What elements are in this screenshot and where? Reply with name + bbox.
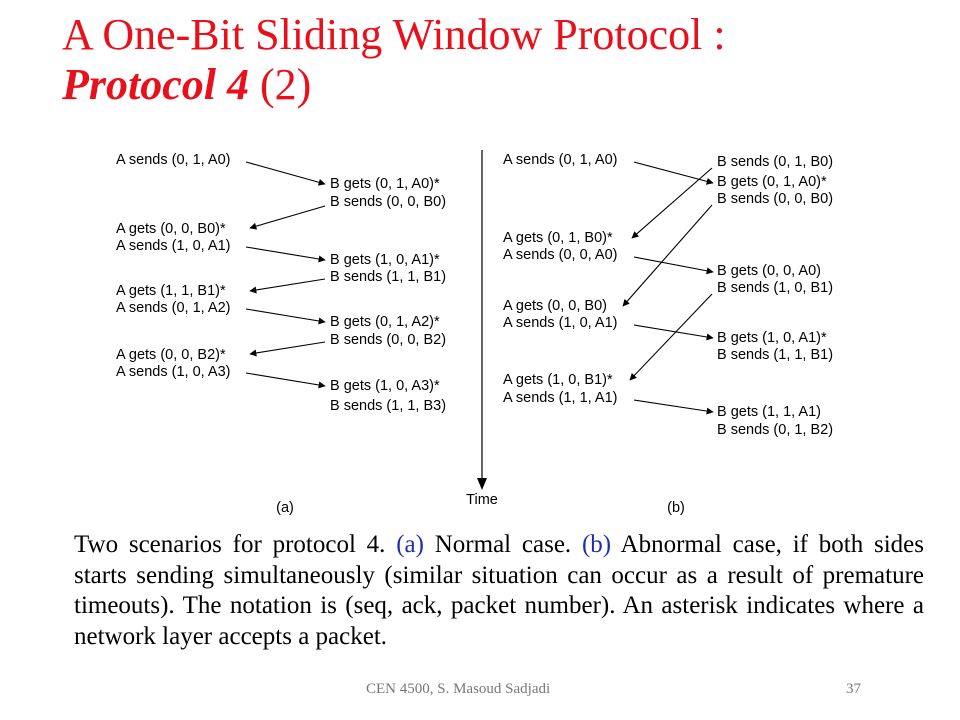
a-right-label: B sends (1, 1, B3) bbox=[330, 398, 446, 414]
b-right-label: B sends (1, 0, B1) bbox=[717, 280, 833, 296]
figure-caption: Two scenarios for protocol 4. (a) Normal… bbox=[74, 530, 924, 652]
a-left-label: A sends (1, 0, A3) bbox=[116, 364, 230, 380]
b-right-label: B sends (0, 0, B0) bbox=[717, 191, 833, 207]
a-scenario-label: (a) bbox=[276, 500, 294, 516]
title-line1: A One-Bit Sliding Window Protocol : bbox=[62, 10, 726, 59]
a-right-label: B gets (0, 1, A2)* bbox=[330, 314, 440, 330]
b-arrow bbox=[633, 324, 714, 341]
a-left-label: A sends (1, 0, A1) bbox=[116, 238, 230, 254]
a-left-label: A sends (0, 1, A0) bbox=[116, 152, 230, 168]
caption-part1: Two scenarios for protocol 4. bbox=[74, 531, 397, 558]
b-arrow bbox=[633, 161, 714, 185]
caption-a-ref: (a) bbox=[396, 531, 424, 558]
footer-course: CEN 4500, S. Masoud Sadjadi bbox=[366, 681, 551, 697]
a-left-label: A sends (0, 1, A2) bbox=[116, 300, 230, 316]
a-arrow bbox=[245, 246, 326, 263]
a-arrow bbox=[245, 308, 326, 325]
b-arrow bbox=[622, 204, 713, 307]
a-right-label: B gets (1, 0, A3)* bbox=[330, 378, 440, 394]
slide-title: A One-Bit Sliding Window Protocol : Prot… bbox=[62, 10, 942, 110]
title-emphasis: Protocol 4 bbox=[62, 60, 249, 109]
a-right-label: B sends (1, 1, B1) bbox=[330, 269, 446, 285]
b-arrow bbox=[633, 256, 714, 275]
a-arrow bbox=[245, 372, 326, 389]
b-right-label: B gets (0, 1, A0)* bbox=[717, 174, 827, 190]
b-scenario-label: (b) bbox=[667, 500, 685, 516]
a-left-label: A gets (1, 1, B1)* bbox=[116, 283, 226, 299]
b-right-label: B gets (1, 0, A1)* bbox=[717, 330, 827, 346]
a-arrow bbox=[249, 205, 326, 230]
caption-part3: Abnormal case, if both sides starts send… bbox=[74, 531, 924, 650]
b-left-label: A sends (0, 1, A0) bbox=[503, 152, 617, 168]
b-arrow bbox=[631, 167, 713, 239]
b-left-label: A gets (1, 0, B1)* bbox=[503, 372, 613, 388]
b-right-label: B gets (1, 1, A1) bbox=[717, 404, 821, 420]
b-right-label: B sends (1, 1, B1) bbox=[717, 347, 833, 363]
b-arrow bbox=[629, 293, 713, 381]
a-arrow bbox=[245, 161, 326, 186]
a-arrow bbox=[249, 278, 326, 294]
b-arrow bbox=[633, 399, 714, 415]
protocol-diagram: Time A sends (0, 1, A0) B gets (0, 1, A0… bbox=[116, 150, 833, 516]
time-label: Time bbox=[466, 492, 498, 508]
caption-part2: Normal case. bbox=[423, 531, 582, 558]
a-arrow bbox=[249, 341, 326, 357]
b-right-label: B sends (0, 1, B2) bbox=[717, 422, 833, 438]
b-right-label: B sends (0, 1, B0) bbox=[717, 154, 833, 170]
b-left-label: A sends (1, 0, A1) bbox=[503, 315, 617, 331]
a-right-label: B sends (0, 0, B0) bbox=[330, 194, 446, 210]
b-left-label: A gets (0, 0, B0) bbox=[503, 298, 607, 314]
a-left-label: A gets (0, 0, B2)* bbox=[116, 347, 226, 363]
caption-b-ref: (b) bbox=[581, 531, 612, 558]
a-right-label: B sends (0, 0, B2) bbox=[330, 332, 446, 348]
b-left-label: A gets (0, 1, B0)* bbox=[503, 230, 613, 246]
b-left-label: A sends (0, 0, A0) bbox=[503, 247, 617, 263]
title-suffix: (2) bbox=[248, 60, 312, 109]
page-number: 37 bbox=[846, 681, 861, 697]
b-left-label: A sends (1, 1, A1) bbox=[503, 390, 617, 406]
b-right-label: B gets (0, 0, A0) bbox=[717, 263, 821, 279]
a-right-label: B gets (0, 1, A0)* bbox=[330, 176, 440, 192]
a-left-label: A gets (0, 0, B0)* bbox=[116, 221, 226, 237]
time-axis-arrowhead bbox=[477, 478, 487, 490]
a-right-label: B gets (1, 0, A1)* bbox=[330, 252, 440, 268]
